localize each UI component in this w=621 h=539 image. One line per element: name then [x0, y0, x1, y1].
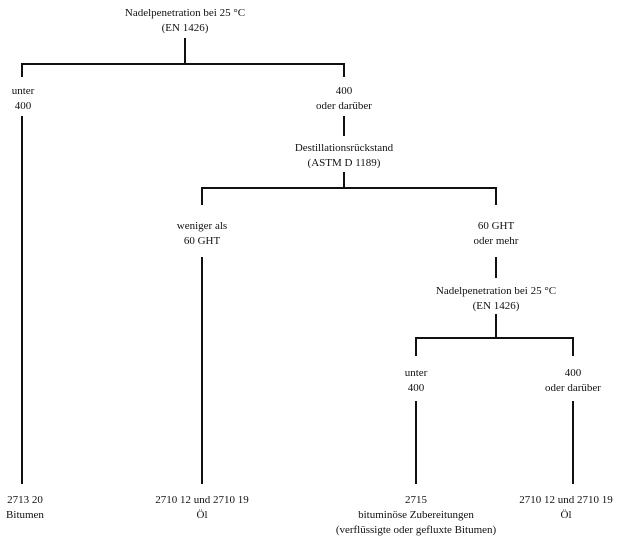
node-pen2-left: unter 400 — [405, 367, 428, 394]
node-distillation: Destillationsrückstand (ASTM D 1189) — [295, 142, 394, 169]
node-dist-left: weniger als 60 GHT — [177, 220, 227, 247]
leaf-oil-a-code: 2710 12 und 2710 19 — [155, 494, 249, 506]
leaf-oil-a: 2710 12 und 2710 19 Öl — [155, 494, 249, 521]
leaf-bituminous-label: bituminöse Zubereitungen — [358, 509, 474, 521]
node-penetration2-line2: (EN 1426) — [473, 300, 520, 312]
node-root-right-line1: 400 — [336, 85, 353, 97]
leaf-oil-b-code: 2710 12 und 2710 19 — [519, 494, 613, 506]
node-pen2-left-line1: unter — [405, 367, 428, 379]
node-pen2-left-line2: 400 — [408, 382, 425, 394]
node-dist-right-line2: oder mehr — [474, 235, 519, 247]
leaf-bituminous-note: (verflüssigte oder gefluxte Bitumen) — [336, 524, 497, 536]
leaf-oil-a-label: Öl — [197, 509, 208, 521]
node-root-left-line1: unter — [12, 85, 35, 97]
node-penetration2: Nadelpenetration bei 25 °C (EN 1426) — [436, 285, 556, 312]
leaf-bitumen-code: 2713 20 — [7, 494, 43, 506]
leaf-bituminous-code: 2715 — [405, 494, 428, 506]
leaf-oil-b: 2710 12 und 2710 19 Öl — [519, 494, 613, 521]
node-distillation-line2: (ASTM D 1189) — [308, 157, 381, 169]
node-penetration2-line1: Nadelpenetration bei 25 °C — [436, 285, 556, 297]
leaf-bitumen: 2713 20 Bitumen — [6, 494, 44, 521]
node-pen2-right-line2: oder darüber — [545, 382, 601, 394]
node-pen2-right-line1: 400 — [565, 367, 582, 379]
node-dist-left-line1: weniger als — [177, 220, 227, 232]
leaf-oil-b-label: Öl — [561, 509, 572, 521]
node-dist-right: 60 GHT oder mehr — [474, 220, 519, 247]
node-root-line2: (EN 1426) — [162, 22, 209, 34]
node-root-left: unter 400 — [12, 85, 35, 112]
node-pen2-right: 400 oder darüber — [545, 367, 601, 394]
node-dist-left-line2: 60 GHT — [184, 235, 221, 247]
node-distillation-line1: Destillationsrückstand — [295, 142, 394, 154]
node-root-right: 400 oder darüber — [316, 85, 372, 112]
node-dist-right-line1: 60 GHT — [478, 220, 515, 232]
tree-connectors — [21, 38, 574, 484]
leaf-bitumen-label: Bitumen — [6, 509, 44, 521]
node-root-left-line2: 400 — [15, 100, 32, 112]
node-root-right-line2: oder darüber — [316, 100, 372, 112]
node-root: Nadelpenetration bei 25 °C (EN 1426) — [125, 7, 245, 34]
leaf-bituminous: 2715 bituminöse Zubereitungen (verflüssi… — [336, 494, 497, 536]
node-root-line1: Nadelpenetration bei 25 °C — [125, 7, 245, 19]
